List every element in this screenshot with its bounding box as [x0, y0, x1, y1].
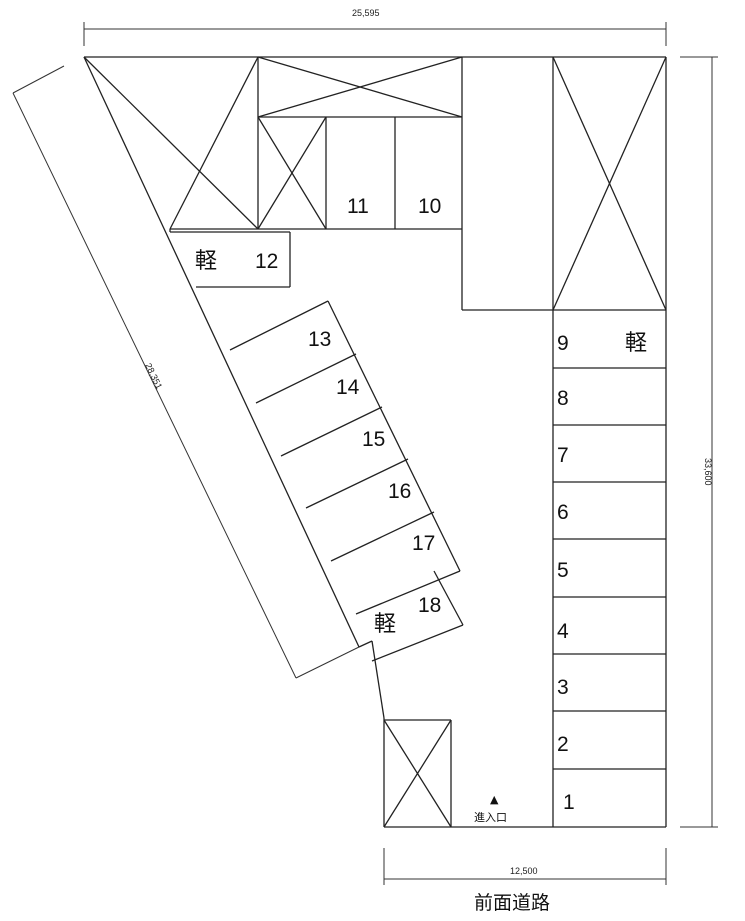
crossed-block-bottom-left [383, 719, 452, 828]
space-number-4: 4 [557, 620, 569, 643]
diagonal-parking-row: 13 14 15 16 17 18 軽 [229, 300, 464, 662]
space-number-9: 9 [557, 332, 569, 355]
entrance-marker: ▲ 進入口 [474, 793, 507, 824]
kei-label-18: 軽 [374, 612, 396, 637]
entrance-label: 進入口 [474, 811, 507, 824]
space-number-7: 7 [557, 444, 569, 467]
space-number-15: 15 [362, 428, 385, 451]
top-dimension-label: 25,595 [352, 8, 380, 18]
space-number-2: 2 [557, 733, 569, 756]
space-number-12: 12 [255, 250, 278, 273]
front-road-label: 前面道路 [474, 892, 550, 914]
crossed-block-top-band [257, 56, 463, 118]
entrance-arrow-icon: ▲ [490, 793, 499, 806]
space-number-1: 1 [563, 791, 575, 814]
crossed-block-top-left [83, 56, 259, 230]
space-number-6: 6 [557, 501, 569, 524]
left-dimension-label: 28,351 [143, 361, 164, 390]
parking-space-11: 11 [326, 117, 462, 230]
right-dimension-line: 33,600 [680, 56, 718, 828]
crossed-block-small [257, 116, 327, 230]
bottom-dimension-label: 12,500 [510, 866, 538, 876]
kei-label-12: 軽 [195, 249, 217, 274]
site-boundary [83, 56, 667, 828]
space-number-16: 16 [388, 480, 411, 503]
top-dimension-line: 25,595 [83, 8, 667, 46]
space-number-8: 8 [557, 387, 569, 410]
space-number-13: 13 [308, 328, 331, 351]
space-number-14: 14 [336, 376, 360, 399]
parking-space-12: 軽 12 [169, 229, 291, 288]
space-number-18: 18 [418, 594, 441, 617]
kei-label-9: 軽 [625, 331, 647, 356]
central-lane-block [461, 57, 554, 311]
space-number-10: 10 [418, 195, 441, 218]
parking-space-10: 10 [418, 195, 441, 218]
right-dimension-label: 33,600 [703, 458, 713, 486]
space-number-5: 5 [557, 559, 569, 582]
space-number-11: 11 [347, 195, 369, 218]
right-parking-column: 9 軽 8 7 6 5 4 3 2 1 [552, 310, 666, 827]
space-number-17: 17 [412, 532, 435, 555]
space-number-3: 3 [557, 676, 569, 699]
crossed-block-right [552, 56, 667, 311]
bottom-dimension-line: 12,500 [383, 848, 667, 885]
